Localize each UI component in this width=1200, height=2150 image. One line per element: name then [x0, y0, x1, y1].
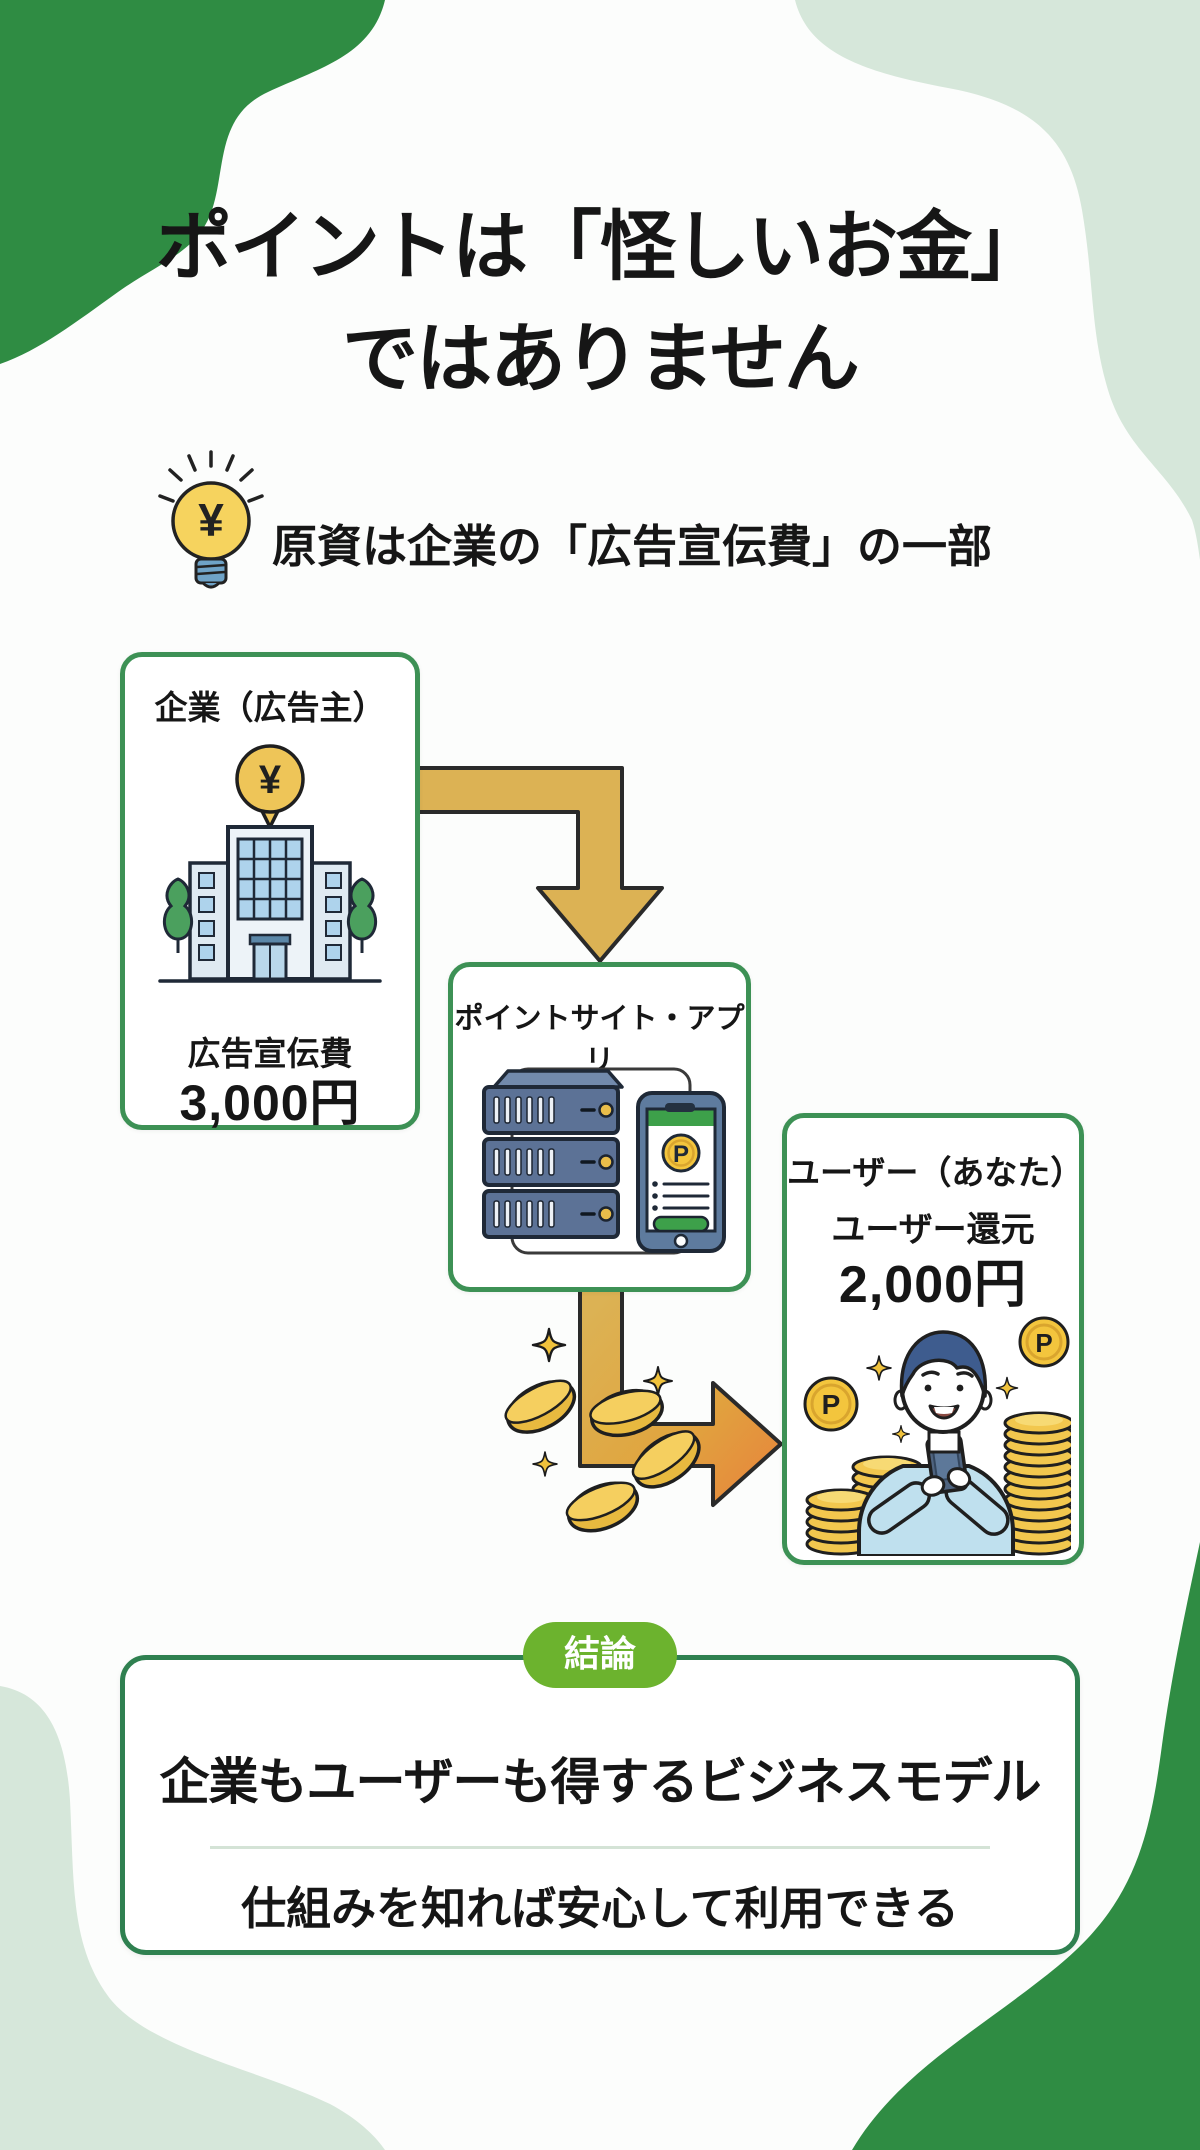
person-icon: [857, 1330, 1015, 1556]
lightbulb-yen-icon: ¥: [158, 450, 264, 589]
user-amount: 2,000円: [838, 1256, 1028, 1314]
building-illustration: ¥: [158, 744, 382, 983]
page-title-line2: ではありません: [342, 317, 860, 402]
conclusion-line1: 企業もユーザーも得するビジネスモデル: [159, 1754, 1042, 1810]
server-icon: [482, 1069, 624, 1239]
tree-icon: [346, 877, 378, 955]
blob-bottom-right: [852, 1542, 1200, 2150]
home-button: [673, 1233, 689, 1249]
company-box: 企業（広告主） ¥: [120, 652, 420, 1131]
blob-top-right: [795, 0, 1200, 560]
conclusion-line2: 仕組みを知れば安心して利用できる: [241, 1883, 959, 1934]
point-symbol: P: [1035, 1328, 1052, 1358]
point-site-title: ポイントサイト・アプリ: [454, 1003, 745, 1077]
coin-stack-icon: [805, 1488, 877, 1556]
user-box: ユーザー（あなた） ユーザー還元 2,000円 P: [782, 1113, 1084, 1565]
app-button: [652, 1215, 710, 1233]
app-list-rows: [652, 1181, 710, 1211]
smartphone-icon: P: [636, 1091, 726, 1253]
user-title: ユーザー（あなた）: [787, 1154, 1084, 1191]
server-phone-illustration: P: [482, 1067, 726, 1255]
user-amount-label: ユーザー還元: [831, 1211, 1035, 1249]
blob-bottom-left: [0, 1686, 385, 2150]
point-coin-icon: P: [661, 1133, 701, 1173]
lightbulb-rays: [158, 450, 264, 503]
conclusion-box: 企業もユーザーも得するビジネスモデル 仕組みを知れば安心して利用できる: [120, 1655, 1080, 1955]
yen-symbol: ¥: [198, 494, 224, 546]
blob-top-left: [0, 0, 385, 364]
yen-symbol: ¥: [259, 758, 282, 802]
office-building-icon: [188, 825, 352, 981]
point-symbol: P: [822, 1389, 841, 1420]
conclusion-divider: [210, 1846, 990, 1849]
point-site-box: ポイントサイト・アプリ: [448, 962, 751, 1292]
coin-stack-icon: [1003, 1411, 1071, 1556]
point-coin-icon: P: [1018, 1316, 1070, 1368]
page-title-line1: ポイントは「怪しいお金」: [156, 205, 1046, 290]
point-coin-icon: P: [803, 1376, 859, 1432]
conclusion-badge: 結論: [523, 1622, 677, 1688]
company-title: 企業（広告主）: [154, 689, 386, 726]
company-amount-label: 広告宣伝費: [187, 1035, 353, 1072]
yen-balloon-icon: ¥: [235, 744, 305, 829]
lead-text: 原資は企業の「広告宣伝費」の一部: [272, 521, 993, 572]
company-amount: 3,000円: [179, 1075, 361, 1131]
user-illustration: P P: [803, 1316, 1071, 1556]
tree-icon: [162, 877, 194, 953]
point-symbol: P: [673, 1141, 689, 1168]
